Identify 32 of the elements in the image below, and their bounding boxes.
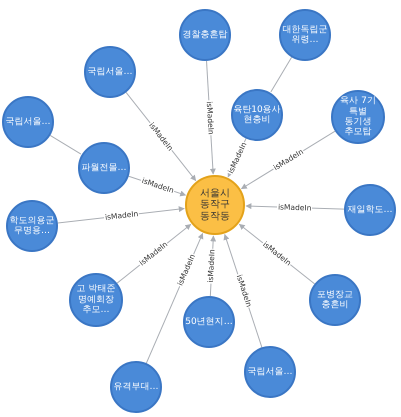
node-circle bbox=[69, 273, 123, 327]
node-label: 서울시 동작구 동작동 bbox=[199, 188, 231, 222]
node-circle bbox=[110, 361, 162, 413]
node-circle bbox=[344, 184, 396, 236]
node-circle bbox=[78, 142, 130, 194]
connector-line bbox=[270, 56, 292, 92]
node-label: 50년현지… bbox=[184, 316, 234, 328]
node-circle bbox=[279, 9, 331, 61]
node-label: 학도의용군 무명용… bbox=[8, 216, 56, 236]
node-label: 파월전몰… bbox=[80, 162, 128, 174]
node-label: 재일학도… bbox=[346, 204, 394, 216]
node-circle bbox=[84, 46, 136, 98]
node-label: 대한독립군 위령… bbox=[282, 24, 328, 46]
node-circle bbox=[183, 296, 235, 348]
node-label: 육사 7기 특별 동기생 추모탑 bbox=[339, 96, 377, 138]
node-label: 포병장교 충혼비 bbox=[316, 290, 354, 310]
node-label: 국립서울… bbox=[246, 366, 294, 378]
connector-line bbox=[50, 134, 82, 155]
node-label: 고 박태준 명예회장 추모… bbox=[76, 284, 116, 316]
node-label: 육탄10용사 현충비 bbox=[232, 104, 282, 126]
node-circle bbox=[6, 200, 58, 252]
node-label: 국립서울… bbox=[86, 66, 134, 78]
node-circle bbox=[331, 90, 385, 144]
node-label: 국립서울… bbox=[4, 116, 52, 128]
node-circle bbox=[2, 96, 54, 148]
node-circle bbox=[231, 89, 283, 141]
node-circle bbox=[309, 274, 361, 326]
node-circle bbox=[179, 9, 231, 61]
node-circle bbox=[244, 346, 296, 398]
node-circle bbox=[185, 175, 245, 235]
node-label: 유격부대… bbox=[112, 382, 160, 392]
node-label: 경찰충혼탑 bbox=[182, 30, 228, 40]
